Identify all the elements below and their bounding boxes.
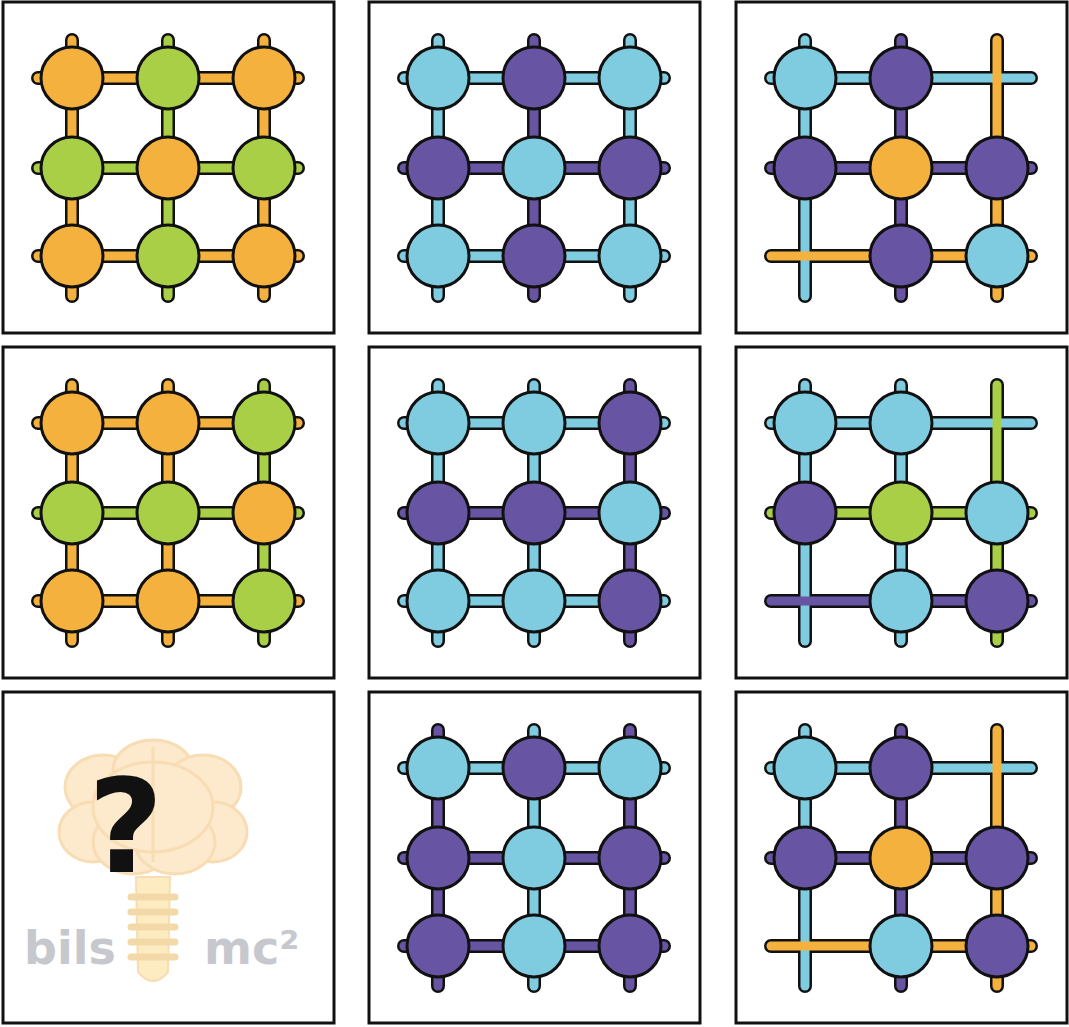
ball bbox=[41, 570, 103, 632]
ball bbox=[503, 137, 565, 199]
ball bbox=[407, 915, 469, 977]
ball bbox=[599, 827, 661, 889]
tile-frame bbox=[736, 692, 1067, 1023]
ball bbox=[966, 482, 1028, 544]
ball bbox=[233, 570, 295, 632]
ball bbox=[599, 482, 661, 544]
ball bbox=[503, 482, 565, 544]
tile-frame bbox=[369, 2, 700, 333]
ball bbox=[137, 137, 199, 199]
ball bbox=[503, 225, 565, 287]
ball bbox=[774, 737, 836, 799]
ball bbox=[233, 392, 295, 454]
ball bbox=[503, 47, 565, 109]
ball bbox=[870, 570, 932, 632]
ball bbox=[233, 47, 295, 109]
ball bbox=[41, 392, 103, 454]
ball bbox=[137, 225, 199, 287]
ball bbox=[599, 47, 661, 109]
ball bbox=[599, 915, 661, 977]
tile-frame bbox=[3, 2, 334, 333]
ball bbox=[503, 827, 565, 889]
ball bbox=[233, 225, 295, 287]
ball bbox=[966, 827, 1028, 889]
ball bbox=[870, 827, 932, 889]
ball bbox=[407, 827, 469, 889]
ball bbox=[407, 225, 469, 287]
ball bbox=[407, 137, 469, 199]
bulb-thread bbox=[131, 954, 175, 961]
ball bbox=[407, 570, 469, 632]
ball bbox=[774, 137, 836, 199]
ball bbox=[774, 47, 836, 109]
tile-frame bbox=[736, 347, 1067, 678]
ball bbox=[137, 392, 199, 454]
ball bbox=[407, 392, 469, 454]
ball bbox=[599, 392, 661, 454]
ball bbox=[41, 225, 103, 287]
ball bbox=[41, 482, 103, 544]
ball bbox=[774, 482, 836, 544]
tile-frame bbox=[3, 347, 334, 678]
ball bbox=[599, 225, 661, 287]
ball bbox=[407, 482, 469, 544]
ball bbox=[774, 827, 836, 889]
ball bbox=[233, 137, 295, 199]
ball bbox=[870, 915, 932, 977]
ball bbox=[137, 570, 199, 632]
ball bbox=[870, 47, 932, 109]
bulb-thread bbox=[131, 939, 175, 946]
ball bbox=[407, 737, 469, 799]
ball bbox=[774, 392, 836, 454]
ball bbox=[503, 570, 565, 632]
ball bbox=[503, 392, 565, 454]
watermark-text: mc² bbox=[204, 925, 299, 971]
ball bbox=[966, 915, 1028, 977]
tile-frame bbox=[3, 692, 334, 1023]
ball bbox=[966, 137, 1028, 199]
ball bbox=[966, 570, 1028, 632]
ball bbox=[41, 137, 103, 199]
ball bbox=[870, 392, 932, 454]
ball bbox=[233, 482, 295, 544]
tile-frame bbox=[369, 692, 700, 1023]
ball bbox=[870, 225, 932, 287]
bulb-thread bbox=[131, 924, 175, 931]
ball bbox=[599, 137, 661, 199]
ball bbox=[870, 482, 932, 544]
ball bbox=[407, 47, 469, 109]
ball bbox=[503, 737, 565, 799]
tile-frame bbox=[369, 347, 700, 678]
ball bbox=[599, 737, 661, 799]
ball bbox=[599, 570, 661, 632]
ball bbox=[870, 737, 932, 799]
ball bbox=[870, 137, 932, 199]
question-mark: ? bbox=[88, 762, 163, 892]
bulb-thread bbox=[131, 909, 175, 916]
ball bbox=[503, 915, 565, 977]
ball bbox=[137, 47, 199, 109]
ball bbox=[137, 482, 199, 544]
watermark-text: bils bbox=[24, 925, 116, 971]
bulb-thread bbox=[131, 894, 175, 901]
tile-frame bbox=[736, 2, 1067, 333]
ball bbox=[966, 225, 1028, 287]
ball bbox=[41, 47, 103, 109]
